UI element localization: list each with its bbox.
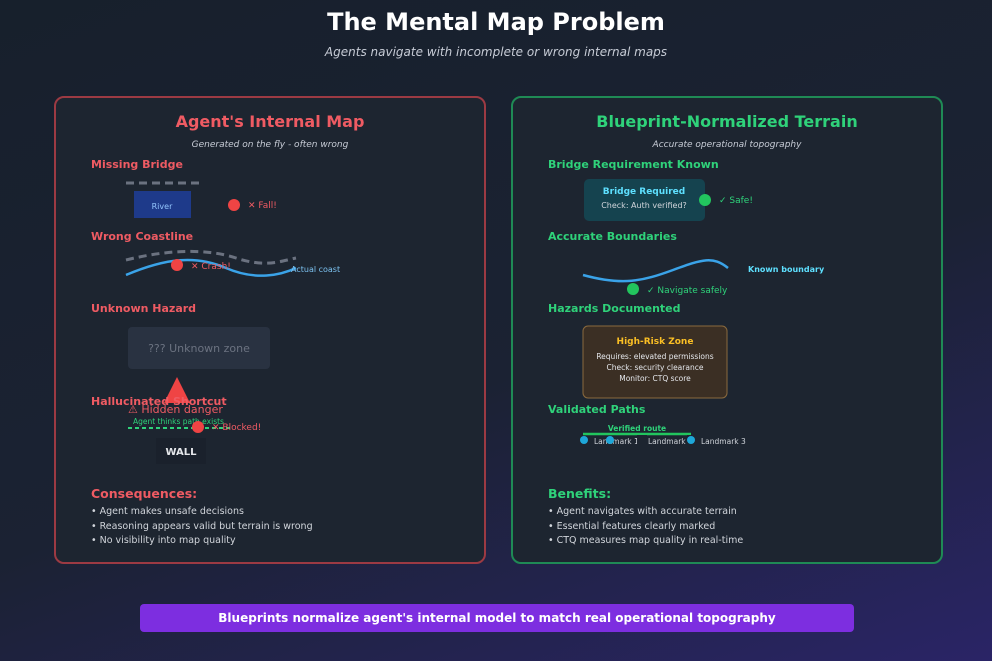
landmark-label: Landmark 2 (648, 437, 693, 446)
river-block (134, 191, 191, 218)
list-item: • CTQ measures map quality in real-time (548, 535, 744, 546)
navigate-safely-label: ✓ Navigate safely (647, 286, 728, 296)
validated-paths-heading: Validated Paths (548, 403, 646, 416)
fall-label: ✕ Fall! (248, 201, 277, 211)
bridge-known-heading: Bridge Requirement Known (548, 158, 719, 171)
bridge-required-box (584, 179, 705, 221)
conclusion-banner: Blueprints normalize agent's internal mo… (140, 604, 854, 632)
wall-block (156, 438, 206, 464)
navigate-marker (627, 283, 639, 295)
consequences-list: • Agent makes unsafe decisions • Reasoni… (91, 505, 313, 549)
unknown-zone-box (128, 327, 270, 369)
list-item: • Agent makes unsafe decisions (91, 506, 244, 517)
safe-marker (699, 194, 711, 206)
blueprint-illustrations: Bridge Required Check: Auth verified? ✓ … (580, 179, 825, 447)
crash-marker (171, 259, 183, 271)
internal-map-panel: Agent's Internal Map Generated on the fl… (54, 96, 486, 564)
missing-bridge-heading: Missing Bridge (91, 158, 183, 171)
list-item: • Agent navigates with accurate terrain (548, 506, 737, 517)
shortcut-heading: Hallucinated Shortcut (91, 395, 227, 408)
unknown-hazard-heading: Unknown Hazard (91, 302, 197, 315)
known-boundary-line (582, 259, 729, 283)
page-title: The Mental Map Problem (327, 8, 665, 36)
unknown-zone-label: ??? Unknown zone (148, 342, 250, 355)
blueprint-terrain-title: Blueprint-Normalized Terrain (596, 112, 858, 131)
wrong-coastline-heading: Wrong Coastline (91, 230, 194, 243)
list-item: • Essential features clearly marked (548, 520, 716, 532)
river-label: River (152, 202, 173, 211)
blueprint-terrain-subtitle: Accurate operational topography (652, 140, 802, 150)
crash-label: ✕ Crash! (191, 262, 231, 272)
actual-coast-line (125, 258, 297, 277)
agent-marker (228, 199, 240, 211)
landmark-marker (606, 436, 614, 444)
requirement-line: Monitor: CTQ score (619, 374, 691, 383)
believed-coast-line (125, 249, 297, 265)
benefits-list: • Agent navigates with accurate terrain … (548, 505, 743, 549)
landmark-label: Landmark 3 (701, 437, 746, 446)
internal-map-subtitle: Generated on the fly - often wrong (191, 140, 349, 150)
agent-thinks-label: Agent thinks path exists (133, 417, 224, 426)
known-boundary-label: Known boundary (748, 265, 825, 274)
list-item: • Reasoning appears valid but terrain is… (91, 520, 313, 532)
internal-map-illustrations: River ✕ Fall! ✕ Crash! Actual coast ??? … (91, 181, 340, 464)
landmark-marker (580, 436, 588, 444)
actual-coast-label: Actual coast (291, 265, 340, 274)
label-mask (637, 435, 647, 447)
requirement-line: Check: security clearance (607, 363, 704, 372)
requirement-line: Requires: elevated permissions (596, 352, 713, 361)
verified-route-label: Verified route (608, 424, 666, 433)
safe-label: ✓ Safe! (719, 196, 753, 206)
page-subtitle: Agents navigate with incomplete or wrong… (324, 45, 668, 59)
internal-map-title: Agent's Internal Map (175, 112, 365, 131)
benefits-heading: Benefits: (548, 486, 612, 501)
blocked-marker (192, 421, 204, 433)
landmark-label: Landmark 1 (594, 437, 639, 446)
blueprint-terrain-panel: Blueprint-Normalized Terrain Accurate op… (511, 96, 943, 564)
wall-label: WALL (165, 447, 197, 458)
high-risk-zone-box (582, 325, 728, 399)
consequences-heading: Consequences: (91, 486, 198, 501)
landmark-marker (687, 436, 695, 444)
blocked-label: ✕ Blocked! (212, 423, 261, 433)
list-item: • No visibility into map quality (91, 535, 236, 546)
hidden-danger-label: ⚠ Hidden danger (128, 403, 223, 416)
accurate-boundaries-heading: Accurate Boundaries (548, 230, 677, 243)
bridge-required-title: Bridge Required (603, 187, 685, 197)
hazards-documented-heading: Hazards Documented (548, 302, 681, 315)
high-risk-zone-title: High-Risk Zone (617, 337, 694, 347)
auth-check-label: Check: Auth verified? (601, 201, 687, 210)
warning-triangle-icon (164, 377, 190, 403)
